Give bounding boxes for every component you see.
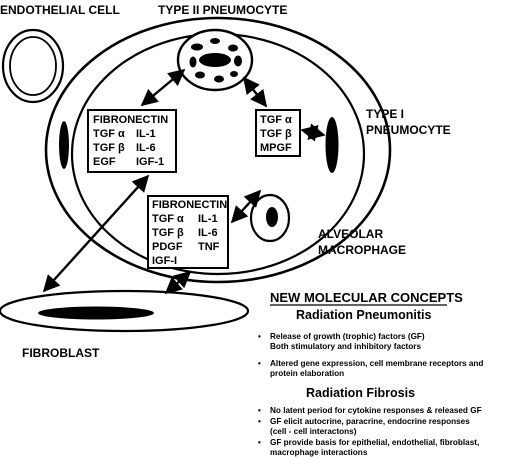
- box-right-line2: TGF β: [260, 128, 292, 140]
- label-type-i-line1: TYPE I: [366, 107, 404, 121]
- bullet-2-line1: Altered gene expression, cell membrane r…: [270, 359, 483, 368]
- box-left-row3-a: EGF: [93, 156, 116, 168]
- box-lower-row2-a: TGF β: [152, 227, 184, 239]
- label-type-i-line2: PNEUMOCYTE: [366, 123, 451, 137]
- arrow-type2-to-right-box: [242, 76, 268, 108]
- arrow-macrophage-to-lower-box: [230, 189, 262, 224]
- factor-box-lower: FIBRONECTIN TGF α IL-1 TGF β IL-6 PDGF T…: [147, 195, 229, 269]
- bullet-4-line2: (cell - cell interactons): [270, 427, 357, 436]
- bullet-5-line1: GF provide basis for epithelial, endothe…: [270, 438, 479, 447]
- box-left-row3-b: IGF-1: [136, 156, 164, 168]
- box-left-row2-a: TGF β: [93, 142, 125, 154]
- endothelial-cell: [1, 28, 65, 104]
- bullet-4-line1: GF elicit autocrine, paracrine, endocrin…: [270, 417, 470, 426]
- factor-box-right: TGF α TGF β MPGF: [255, 109, 301, 157]
- label-endothelial-cell: ENDOTHELIAL CELL: [0, 3, 120, 17]
- arrow-lower-box-to-fibroblast: [164, 270, 192, 295]
- interaction-arrows: [42, 68, 326, 295]
- box-lower-row4-a: IGF-I: [152, 255, 177, 267]
- bullet-marker: •: [258, 332, 261, 341]
- bullet-1-line1: Release of growth (trophic) factors (GF): [270, 332, 425, 341]
- bullet-2-line2: protein elaboration: [270, 369, 344, 378]
- factor-box-left: FIBRONECTIN TGF α IL-1 TGF β IL-6 EGF IG…: [87, 109, 177, 173]
- box-lower-row1-a: TGF α: [152, 213, 184, 225]
- concepts-title: NEW MOLECULAR CONCEPTS: [270, 290, 463, 305]
- box-lower-row2-b: IL-6: [198, 227, 218, 239]
- section-radiation-fibrosis: Radiation Fibrosis: [306, 386, 415, 400]
- box-right-line3: MPGF: [260, 142, 292, 154]
- alveolar-macrophage: [249, 193, 291, 243]
- type-ii-pneumocyte: [176, 28, 254, 92]
- arrow-type2-to-left-box: [140, 68, 186, 107]
- bullet-marker: •: [258, 406, 261, 415]
- alveolar-wall-cell: [59, 121, 69, 169]
- alveolus-outer-wall: [44, 16, 392, 284]
- label-fibroblast: FIBROBLAST: [22, 346, 100, 360]
- concepts-panel: NEW MOLECULAR CONCEPTS Radiation Pneumon…: [258, 290, 483, 457]
- bullet-1-line2: Both stimulatory and inhibitory factors: [270, 342, 421, 351]
- box-lower-row1-b: IL-1: [198, 213, 218, 225]
- box-lower-row3-a: PDGF: [152, 241, 183, 253]
- bullet-marker: •: [258, 359, 261, 368]
- bullet-3-line1: No latent period for cytokine responses …: [270, 406, 482, 415]
- box-right-line1: TGF α: [260, 114, 292, 126]
- bullet-5-line2: macrophage interactions: [270, 448, 368, 457]
- arrow-left-box-to-fibroblast: [42, 174, 150, 293]
- box-left-title: FIBRONECTIN: [93, 114, 168, 126]
- box-lower-title: FIBRONECTIN: [152, 199, 227, 211]
- section-radiation-pneumonitis: Radiation Pneumonitis: [296, 308, 431, 322]
- label-type-ii-pneumocyte: TYPE II PNEUMOCYTE: [158, 3, 287, 17]
- label-alveolar-line1: ALVEOLAR: [318, 227, 383, 241]
- box-left-row2-b: IL-6: [136, 142, 156, 154]
- box-lower-row3-b: TNF: [198, 241, 220, 253]
- box-left-row1-b: IL-1: [136, 128, 156, 140]
- type-i-pneumocyte: [325, 117, 339, 173]
- box-left-row1-a: TGF α: [93, 128, 125, 140]
- fibroblast: [0, 289, 250, 333]
- bullet-marker: •: [258, 438, 261, 447]
- bullet-marker: •: [258, 417, 261, 426]
- arrow-right-box-to-type1: [300, 123, 326, 142]
- label-alveolar-line2: MACROPHAGE: [318, 243, 406, 257]
